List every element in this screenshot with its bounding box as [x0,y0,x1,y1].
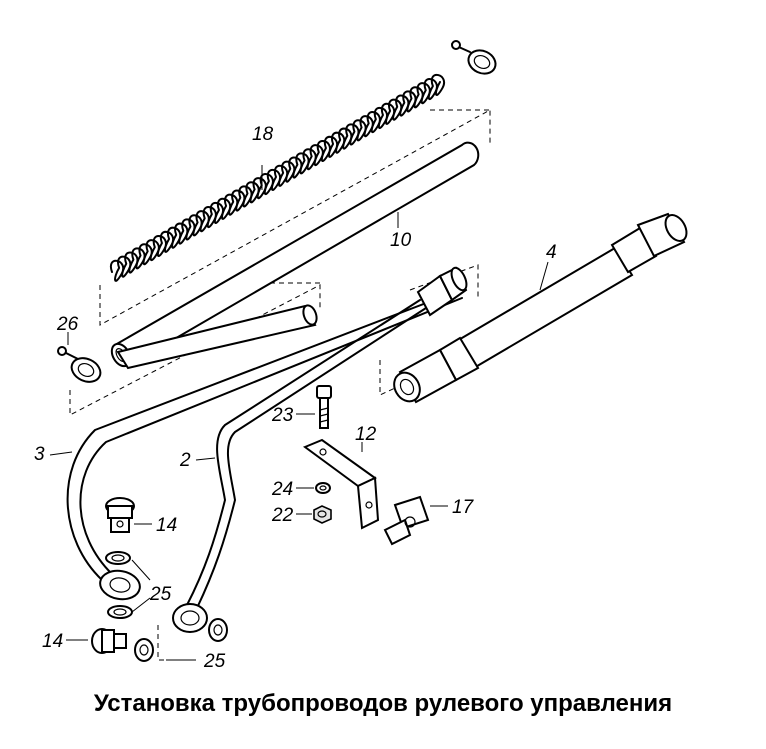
pipe-3 [66,289,463,601]
hose-clamp-left [57,346,102,383]
callout-17: 17 [452,497,475,518]
pipe-2 [172,299,427,633]
inner-tube [116,304,318,370]
callout-14-lower: 14 [42,631,63,652]
callout-25-upper: 25 [149,584,172,605]
callout-4: 4 [546,242,557,263]
callout-12: 12 [355,424,377,445]
group-frame-spring [99,109,491,326]
leader-lines [49,165,549,661]
sealing-washer-4 [208,618,228,642]
callout-3: 3 [34,444,45,465]
pipe-fitting-nut [416,266,468,317]
sealing-washer-1 [105,551,131,565]
banjo-bolt-upper [105,497,135,533]
callout-26: 26 [56,314,79,335]
banjo-bolt-lower [91,628,127,654]
group-frame-pipe2 [409,264,479,300]
spring-guard [109,74,446,282]
callout-14-upper: 14 [156,515,177,536]
hex-nut [313,505,332,524]
callout-10: 10 [390,230,412,251]
callout-25-lower: 25 [203,651,226,672]
callout-2: 2 [179,450,191,471]
clip [383,495,430,546]
bracket [302,438,380,530]
callout-22: 22 [271,505,294,526]
diagram-caption: Установка трубопроводов рулевого управле… [93,690,673,717]
bolt [316,385,332,429]
washer-small [315,482,331,494]
sealing-washer-3 [134,638,154,662]
hose-clamp-top [451,40,497,75]
group-frame-washers [157,625,168,661]
callout-24: 24 [271,479,293,500]
callout-23: 23 [271,405,294,426]
callout-18: 18 [252,124,274,145]
flexible-hose [393,212,688,404]
sealing-washer-2 [107,605,133,619]
